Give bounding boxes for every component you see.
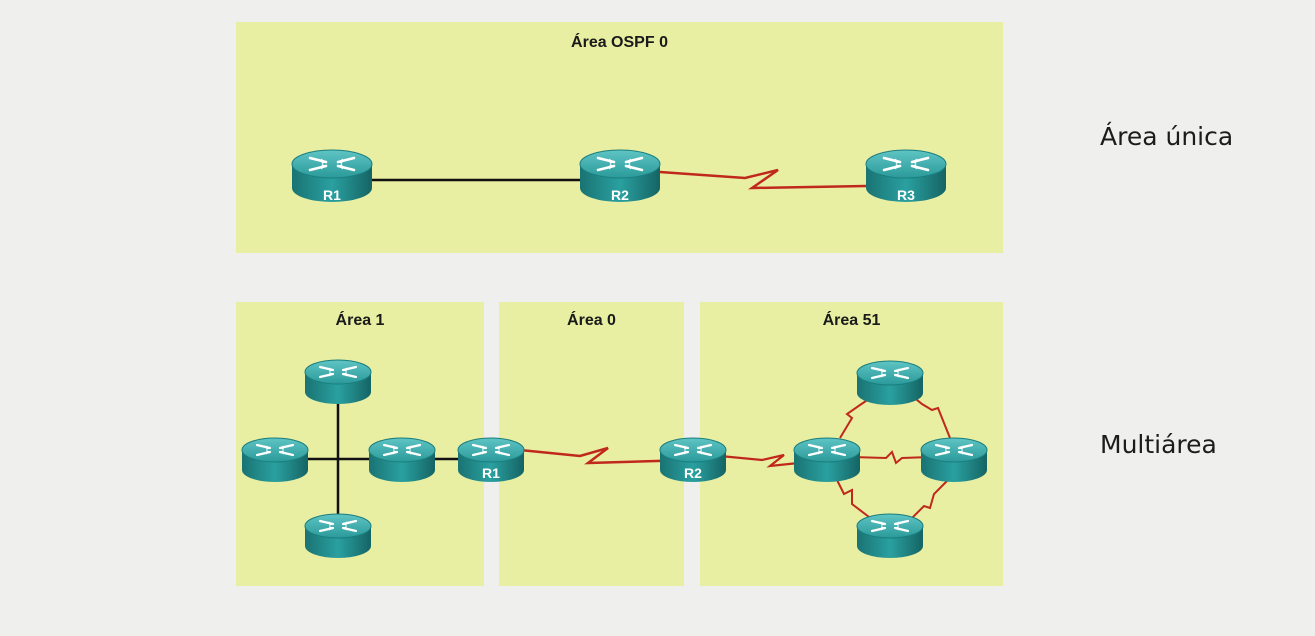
router-area1-bottom [303,512,373,560]
router-multi-r2-label: R2 [684,465,702,481]
router-r1-label: R1 [323,187,341,203]
single-area-panel: Área OSPF 0 [236,22,1003,253]
single-area-label: Área única [1100,122,1234,151]
area-51-title: Área 51 [822,312,881,329]
serial-link-hub-right [851,450,931,465]
router-area51-hub [792,436,862,484]
serial-link-area0-r1-r2 [519,446,691,465]
router-multi-r2: R2 [658,436,728,484]
router-area1-center [367,436,437,484]
router-area51-bottom [855,512,925,560]
router-r2: R2 [578,148,662,204]
multi-area-label: Multiárea [1100,430,1217,459]
router-r2-label: R2 [611,187,629,203]
serial-link-bottom-right [899,477,951,531]
router-multi-r1: R1 [456,436,526,484]
serial-link-r2-hub [719,453,828,468]
area-0-title: Área 0 [567,312,616,329]
area-1-title: Área 1 [335,312,385,329]
router-r3-label: R3 [897,187,915,203]
router-multi-r1-label: R1 [482,465,500,481]
area-0-panel: Área 0 [499,302,684,586]
router-r3: R3 [864,148,948,204]
serial-link-r2-r3 [659,168,867,190]
router-area51-top [855,359,925,407]
router-area1-top [303,358,373,406]
serial-link-hub-bottom [835,477,887,531]
router-r1: R1 [290,148,374,204]
single-area-title: Área OSPF 0 [571,34,668,51]
router-area1-left [240,436,310,484]
router-area51-right [919,436,989,484]
